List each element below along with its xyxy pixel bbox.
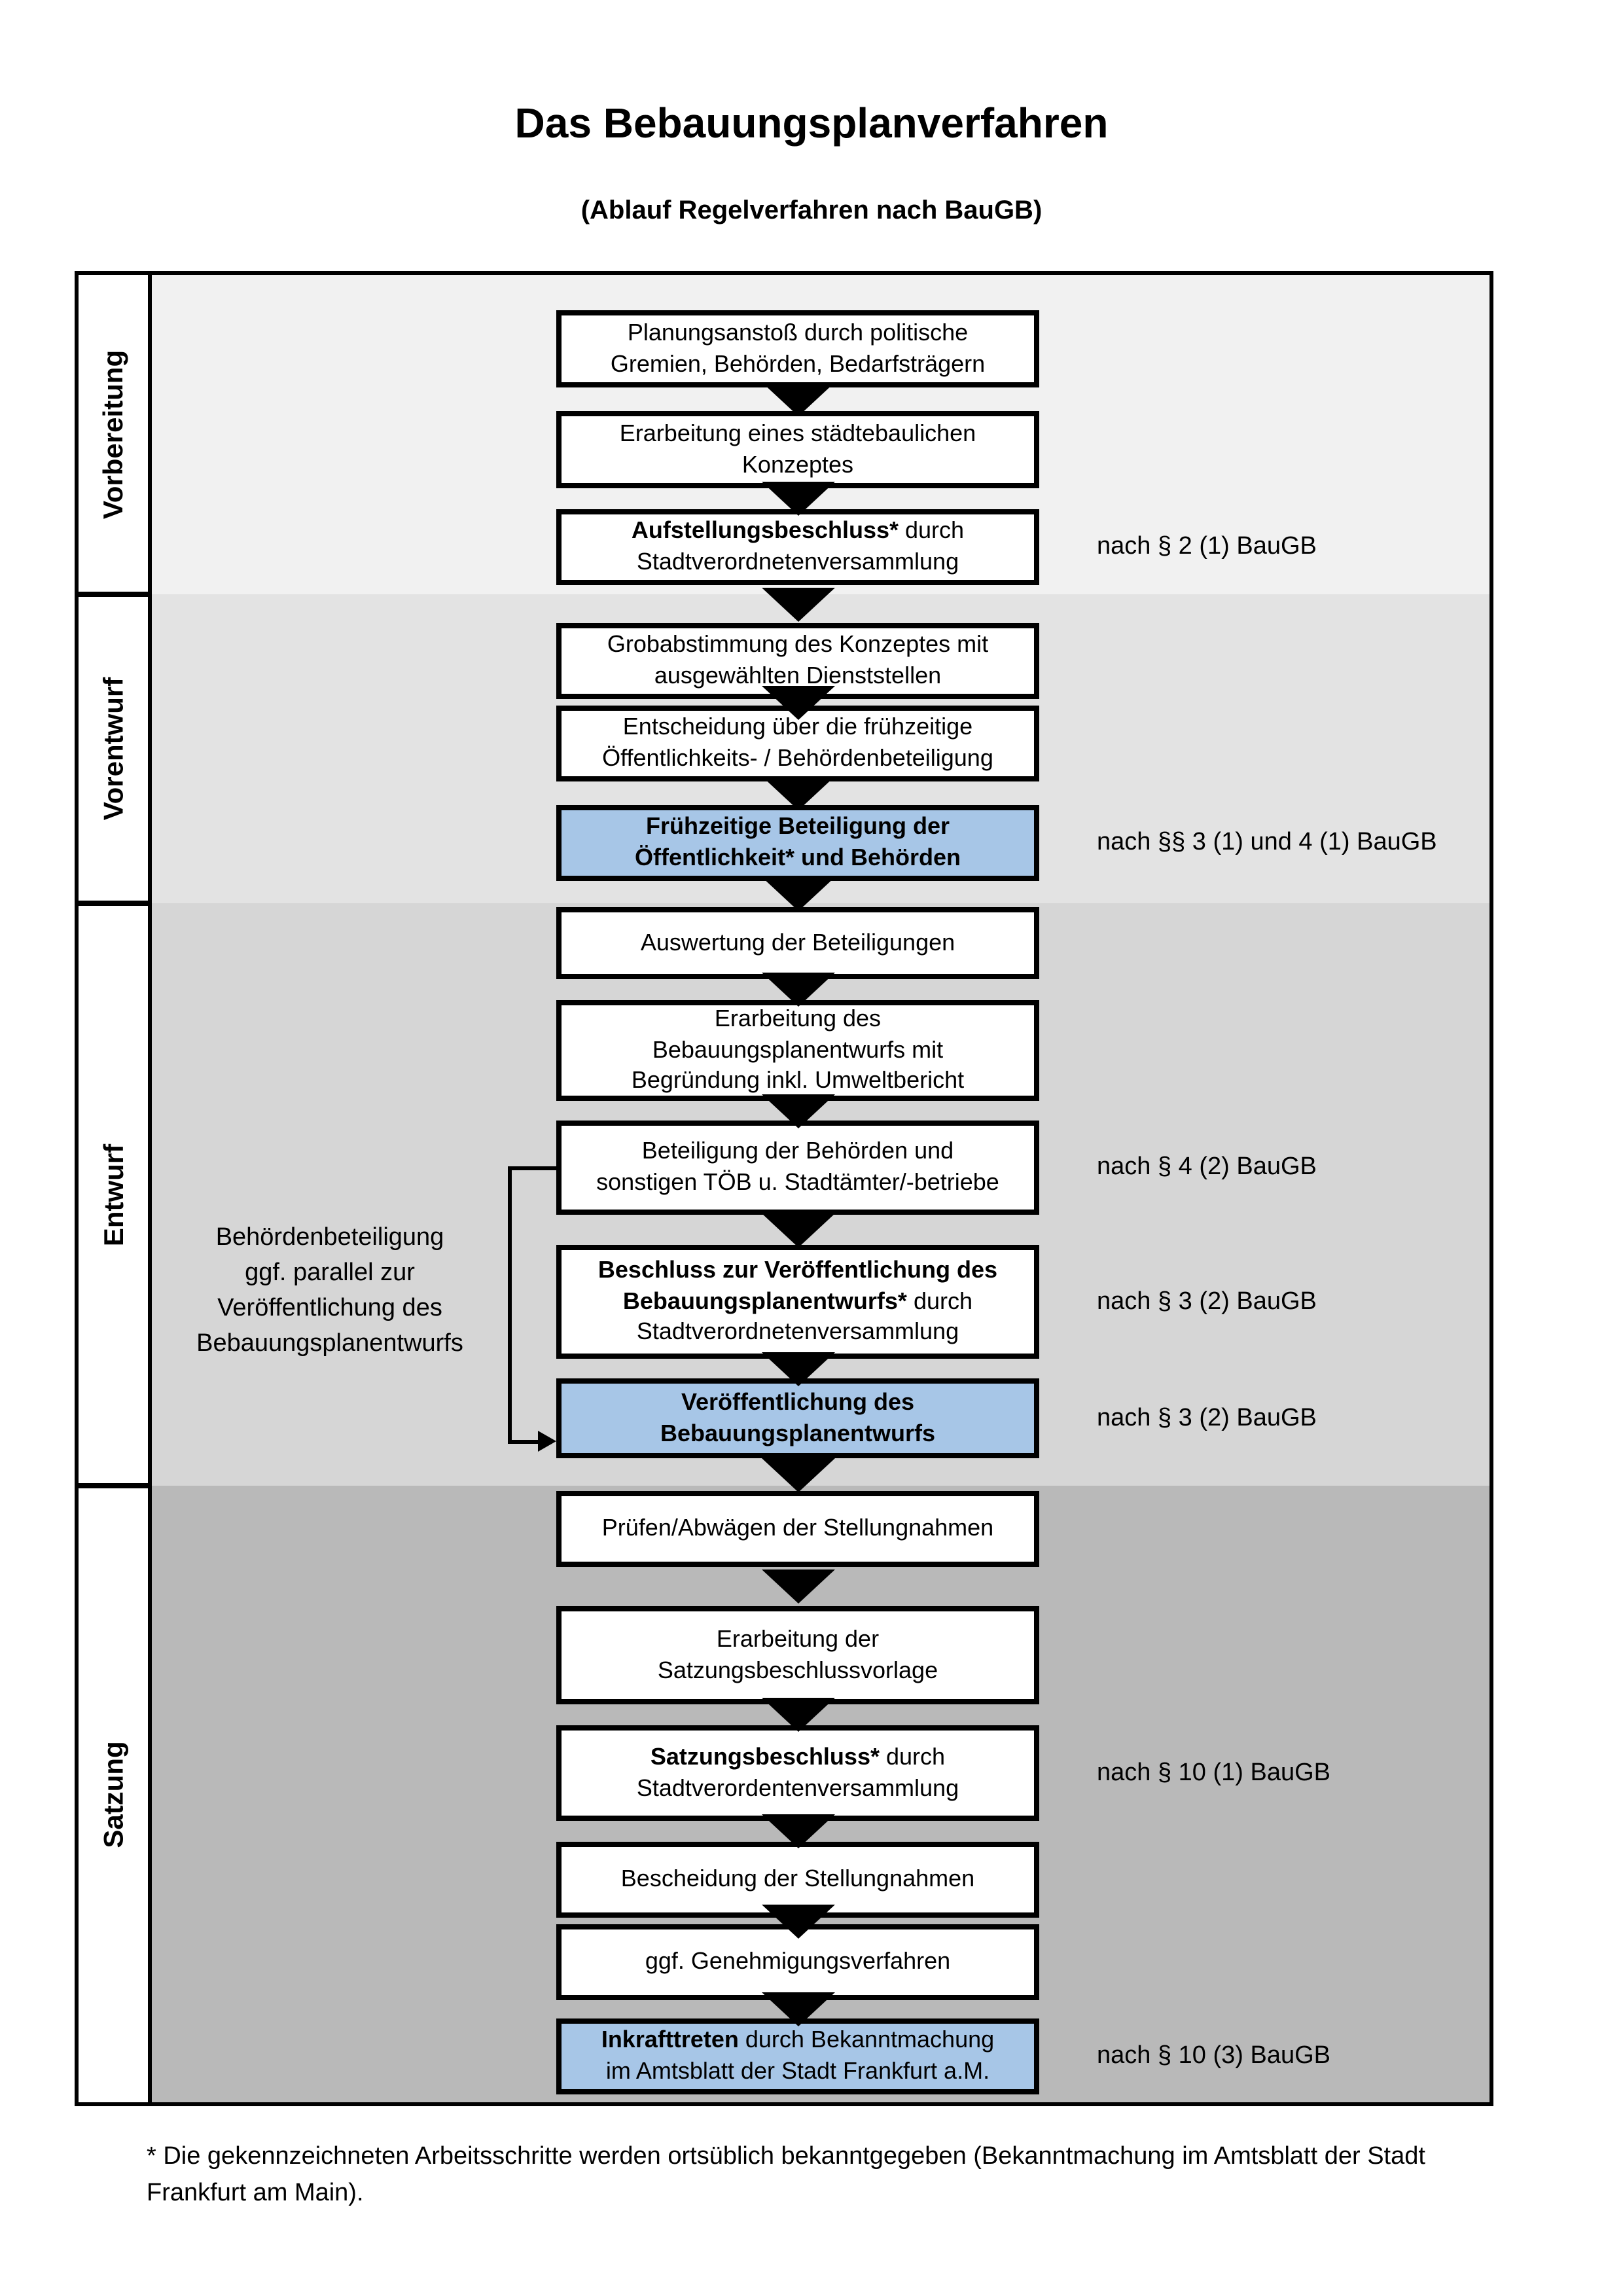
process-box-text: ggf. Genehmigungsverfahren [645, 1948, 951, 1975]
connector-line-vertical [508, 1166, 512, 1443]
down-arrow-icon [761, 482, 834, 516]
process-box-text: Aufstellungsbeschluss* durch Stadtverord… [631, 517, 965, 575]
law-reference-note: nach § 10 (1) BauGB [1097, 1759, 1330, 1786]
page-title: Das Bebauungsplanverfahren [514, 99, 1109, 147]
phase-label-entwurf: Entwurf [79, 903, 152, 1486]
process-box-text: Erarbeitung eines städtebaulichen Konzep… [619, 420, 976, 478]
down-arrow-icon [761, 973, 834, 1007]
down-arrow-icon [761, 877, 834, 911]
phase-label-text: Vorentwurf [99, 677, 130, 821]
down-arrow-icon [761, 587, 834, 621]
process-box-text: Veröffentlichung des Bebauungsplanentwur… [660, 1388, 935, 1446]
sidebar-separator [79, 901, 152, 906]
process-box-text: Beteiligung der Behörden und sonstigen T… [596, 1138, 999, 1196]
process-box-highlighted: Veröffentlichung des Bebauungsplanentwur… [556, 1378, 1039, 1458]
page-subtitle: (Ablauf Regelverfahren nach BauGB) [580, 196, 1043, 225]
sidebar-separator [79, 592, 152, 597]
phase-label-text: Vorbereitung [99, 350, 130, 520]
law-reference-note: nach § 3 (2) BauGB [1097, 1404, 1317, 1431]
law-reference-note: nach § 10 (3) BauGB [1097, 2042, 1330, 2070]
connector-arrowhead-icon [538, 1431, 556, 1452]
process-box-text: Entscheidung über die frühzeitige Öffent… [602, 713, 993, 772]
process-box-text: Auswertung der Beteiligungen [640, 929, 955, 956]
phase-label-vorbereitung: Vorbereitung [79, 275, 152, 594]
process-box-text: Planungsanstoß durch politische Gremien,… [610, 319, 986, 377]
connector-line-top [508, 1166, 556, 1170]
down-arrow-icon [761, 1458, 834, 1492]
phase-label-vorentwurf: Vorentwurf [79, 594, 152, 903]
process-box-text: Beschluss zur Veröffentlichung des Bebau… [597, 1256, 998, 1345]
process-box: Auswertung der Beteiligungen [556, 907, 1039, 979]
down-arrow-icon [761, 1904, 834, 1938]
law-reference-note: nach § 2 (1) BauGB [1097, 533, 1317, 560]
process-box: Beschluss zur Veröffentlichung des Bebau… [556, 1245, 1039, 1359]
process-box-highlighted: Frühzeitige Beteiligung der Öffentlichke… [556, 805, 1039, 881]
down-arrow-icon [761, 1094, 834, 1128]
phase-label-text: Satzung [99, 1740, 130, 1848]
parallel-procedure-note: Behördenbeteiligung ggf. parallel zur Ve… [196, 1224, 463, 1357]
process-box: Planungsanstoß durch politische Gremien,… [556, 310, 1039, 387]
down-arrow-icon [761, 776, 834, 810]
process-box-text: Erarbeitung des Bebauungsplanentwurfs mi… [631, 1005, 965, 1094]
law-reference-note: nach § 4 (2) BauGB [1097, 1153, 1317, 1181]
down-arrow-icon [761, 685, 834, 719]
down-arrow-icon [761, 1992, 834, 2026]
connector-line-bottom [508, 1439, 541, 1443]
down-arrow-icon [761, 1570, 834, 1604]
process-box: Erarbeitung eines städtebaulichen Konzep… [556, 411, 1039, 488]
process-box-highlighted: Inkrafttreten durch Bekanntmachung im Am… [556, 2018, 1039, 2094]
law-reference-note: nach §§ 3 (1) und 4 (1) BauGB [1097, 829, 1437, 856]
process-box: Prüfen/Abwägen der Stellungnahmen [556, 1491, 1039, 1567]
process-box: Aufstellungsbeschluss* durch Stadtverord… [556, 509, 1039, 585]
down-arrow-icon [761, 382, 834, 416]
phase-label-text: Entwurf [99, 1143, 130, 1246]
process-box: Erarbeitung der Satzungsbeschlussvorlage [556, 1606, 1039, 1704]
process-box-text: Satzungsbeschluss* durch Stadtverordente… [636, 1743, 959, 1801]
down-arrow-icon [761, 1213, 834, 1247]
phase-sidebar [79, 275, 152, 2102]
process-box-text: Bescheidung der Stellungnahmen [620, 1865, 975, 1892]
process-box-text: Frühzeitige Beteiligung der Öffentlichke… [634, 813, 961, 871]
sidebar-separator [79, 1483, 152, 1488]
process-box-text: Grobabstimmung des Konzeptes mit ausgewä… [607, 631, 989, 689]
phase-label-satzung: Satzung [79, 1486, 152, 2102]
process-box-text: Inkrafttreten durch Bekanntmachung im Am… [601, 2026, 995, 2085]
process-box-text: Erarbeitung der Satzungsbeschlussvorlage [657, 1625, 938, 1683]
down-arrow-icon [761, 1698, 834, 1732]
law-reference-note: nach § 3 (2) BauGB [1097, 1287, 1317, 1315]
process-box: Erarbeitung des Bebauungsplanentwurfs mi… [556, 1000, 1039, 1101]
down-arrow-icon [761, 1352, 834, 1386]
process-box: Beteiligung der Behörden und sonstigen T… [556, 1121, 1039, 1215]
process-box: Satzungsbeschluss* durch Stadtverordente… [556, 1725, 1039, 1821]
footnote: * Die gekennzeichneten Arbeitsschritte w… [147, 2143, 1425, 2207]
down-arrow-icon [761, 1814, 834, 1848]
process-box-text: Prüfen/Abwägen der Stellungnahmen [601, 1515, 994, 1541]
